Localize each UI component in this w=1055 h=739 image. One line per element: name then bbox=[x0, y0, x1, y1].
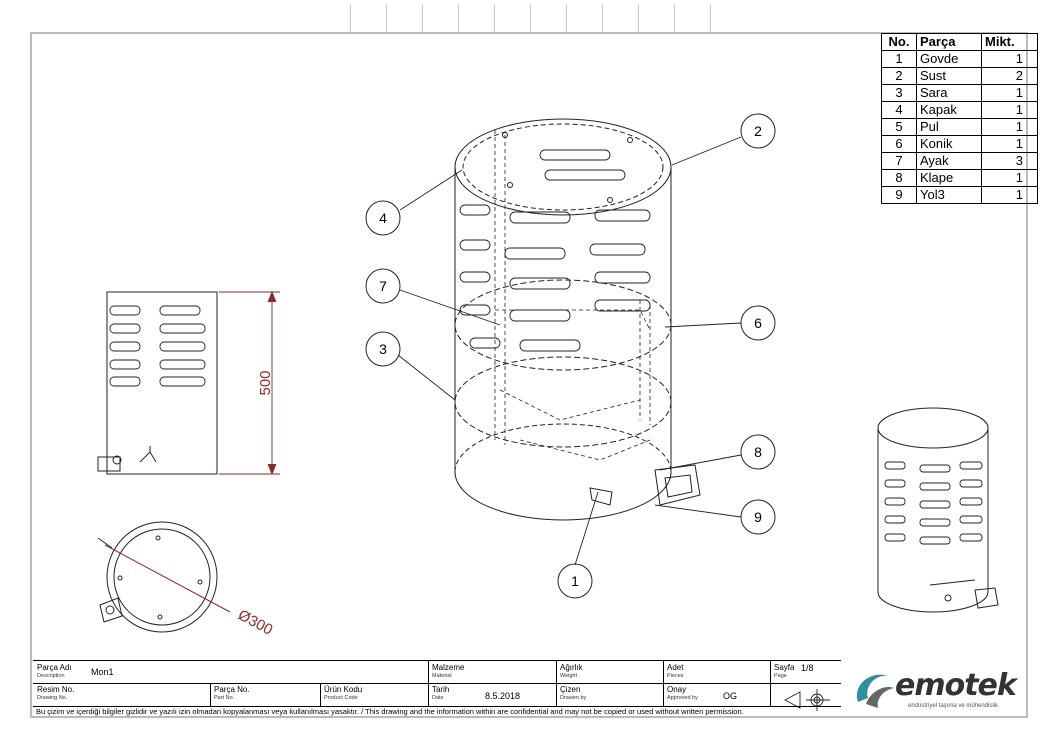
top-plan-view bbox=[97, 521, 231, 633]
logo-swirl-icon bbox=[856, 674, 894, 708]
drawn-by-sub: Drawen by bbox=[560, 695, 587, 701]
balloon-4 bbox=[365, 200, 401, 236]
approved-by-value: OG bbox=[723, 691, 738, 701]
part-name-value: Mon1 bbox=[91, 667, 114, 677]
height-dimension: 500 bbox=[257, 370, 274, 395]
part-no-label: Parça No. bbox=[214, 685, 250, 694]
balloon-7 bbox=[365, 268, 401, 304]
bom-quantity: 2 bbox=[981, 67, 1038, 85]
page-sub: Page bbox=[774, 673, 787, 679]
balloon-label: 1 bbox=[571, 573, 579, 589]
bom-part-name: Ayak bbox=[916, 152, 982, 170]
bom-quantity: 1 bbox=[981, 186, 1038, 204]
page-label: Sayfa bbox=[774, 663, 795, 672]
bom-item-no: 9 bbox=[881, 186, 917, 204]
pieces-label: Adet bbox=[667, 663, 684, 672]
bom-quantity: 3 bbox=[981, 152, 1038, 170]
date-sub: Date bbox=[432, 695, 444, 701]
bom-part-name: Sara bbox=[916, 84, 982, 102]
bom-header-no: No. bbox=[881, 33, 917, 51]
weight-sub: Weight bbox=[560, 673, 578, 679]
balloon-label: 8 bbox=[754, 444, 762, 460]
part-no-sub: Part No. bbox=[214, 695, 235, 701]
diameter-dimension: Ø300 bbox=[235, 607, 275, 639]
front-elevation-view bbox=[97, 290, 280, 476]
product-code-label: Ürün Kodu bbox=[324, 685, 363, 694]
bom-item-no: 3 bbox=[881, 84, 917, 102]
bom-item-no: 7 bbox=[881, 152, 917, 170]
small-isometric-view bbox=[877, 407, 999, 613]
product-code-sub: Product Code bbox=[324, 695, 358, 701]
balloon-2 bbox=[740, 113, 776, 149]
pieces-sub: Pieces bbox=[667, 673, 684, 679]
leader-lines bbox=[397, 136, 742, 566]
logo-tagline: endüstriyel taşıma ve mühendislik bbox=[908, 703, 999, 709]
drawing-no-sub: Drawing No. bbox=[37, 695, 68, 701]
bom-item-no: 2 bbox=[881, 67, 917, 85]
bom-part-name: Sust bbox=[916, 67, 982, 85]
bom-item-no: 8 bbox=[881, 169, 917, 187]
balloon-label: 6 bbox=[754, 315, 762, 331]
weight-label: Ağırlık bbox=[560, 663, 583, 672]
page-value: 1/8 bbox=[801, 663, 814, 673]
bom-part-name: Klape bbox=[916, 169, 982, 187]
bom-header-part: Parça bbox=[916, 33, 982, 51]
material-sub: Material bbox=[432, 673, 452, 679]
bom-header-qty: Mikt. bbox=[981, 33, 1038, 51]
balloon-label: 3 bbox=[379, 341, 387, 357]
part-name-label: Parça Adı bbox=[37, 663, 72, 672]
company-logo: emotek endüstriyel taşıma ve mühendislik bbox=[850, 662, 1026, 717]
confidentiality-notice: Bu çizim ve içerdiği bilgiler gizlidir v… bbox=[36, 707, 744, 716]
balloon-9 bbox=[740, 499, 776, 535]
bom-quantity: 1 bbox=[981, 169, 1038, 187]
date-label: Tarih bbox=[432, 685, 450, 694]
balloon-3 bbox=[365, 331, 401, 367]
bom-quantity: 1 bbox=[981, 101, 1038, 119]
balloon-8 bbox=[740, 434, 776, 470]
drawing-frame bbox=[30, 32, 1028, 718]
balloon-6 bbox=[740, 305, 776, 341]
approved-by-label: Onay bbox=[667, 685, 687, 694]
date-value: 8.5.2018 bbox=[485, 691, 521, 701]
drawing-no-label: Resim No. bbox=[37, 685, 75, 694]
part-name-sub: Description bbox=[37, 673, 65, 679]
bom-quantity: 1 bbox=[981, 50, 1038, 68]
main-assembly-view bbox=[454, 118, 701, 521]
balloons bbox=[365, 113, 776, 599]
bom-item-no: 6 bbox=[881, 135, 917, 153]
bom-part-name: Kapak bbox=[916, 101, 982, 119]
logo-wordmark: emotek bbox=[895, 668, 1017, 703]
bom-item-no: 5 bbox=[881, 118, 917, 136]
material-label: Malzeme bbox=[432, 663, 465, 672]
bom-quantity: 1 bbox=[981, 118, 1038, 136]
bom-quantity: 1 bbox=[981, 84, 1038, 102]
balloon-label: 7 bbox=[379, 278, 387, 294]
bom-quantity: 1 bbox=[981, 135, 1038, 153]
bom-part-name: Konik bbox=[916, 135, 982, 153]
bom-part-name: Govde bbox=[916, 50, 982, 68]
bom-item-no: 1 bbox=[881, 50, 917, 68]
approved-by-sub: Approved by bbox=[667, 695, 698, 701]
balloon-label: 2 bbox=[754, 123, 762, 139]
bom-part-name: Pul bbox=[916, 118, 982, 136]
drawn-by-label: Çizen bbox=[560, 685, 581, 694]
balloon-label: 9 bbox=[754, 509, 762, 525]
balloon-label: 4 bbox=[379, 210, 387, 226]
bom-item-no: 4 bbox=[881, 101, 917, 119]
balloon-1 bbox=[557, 563, 593, 599]
bom-part-name: Yol3 bbox=[916, 186, 982, 204]
